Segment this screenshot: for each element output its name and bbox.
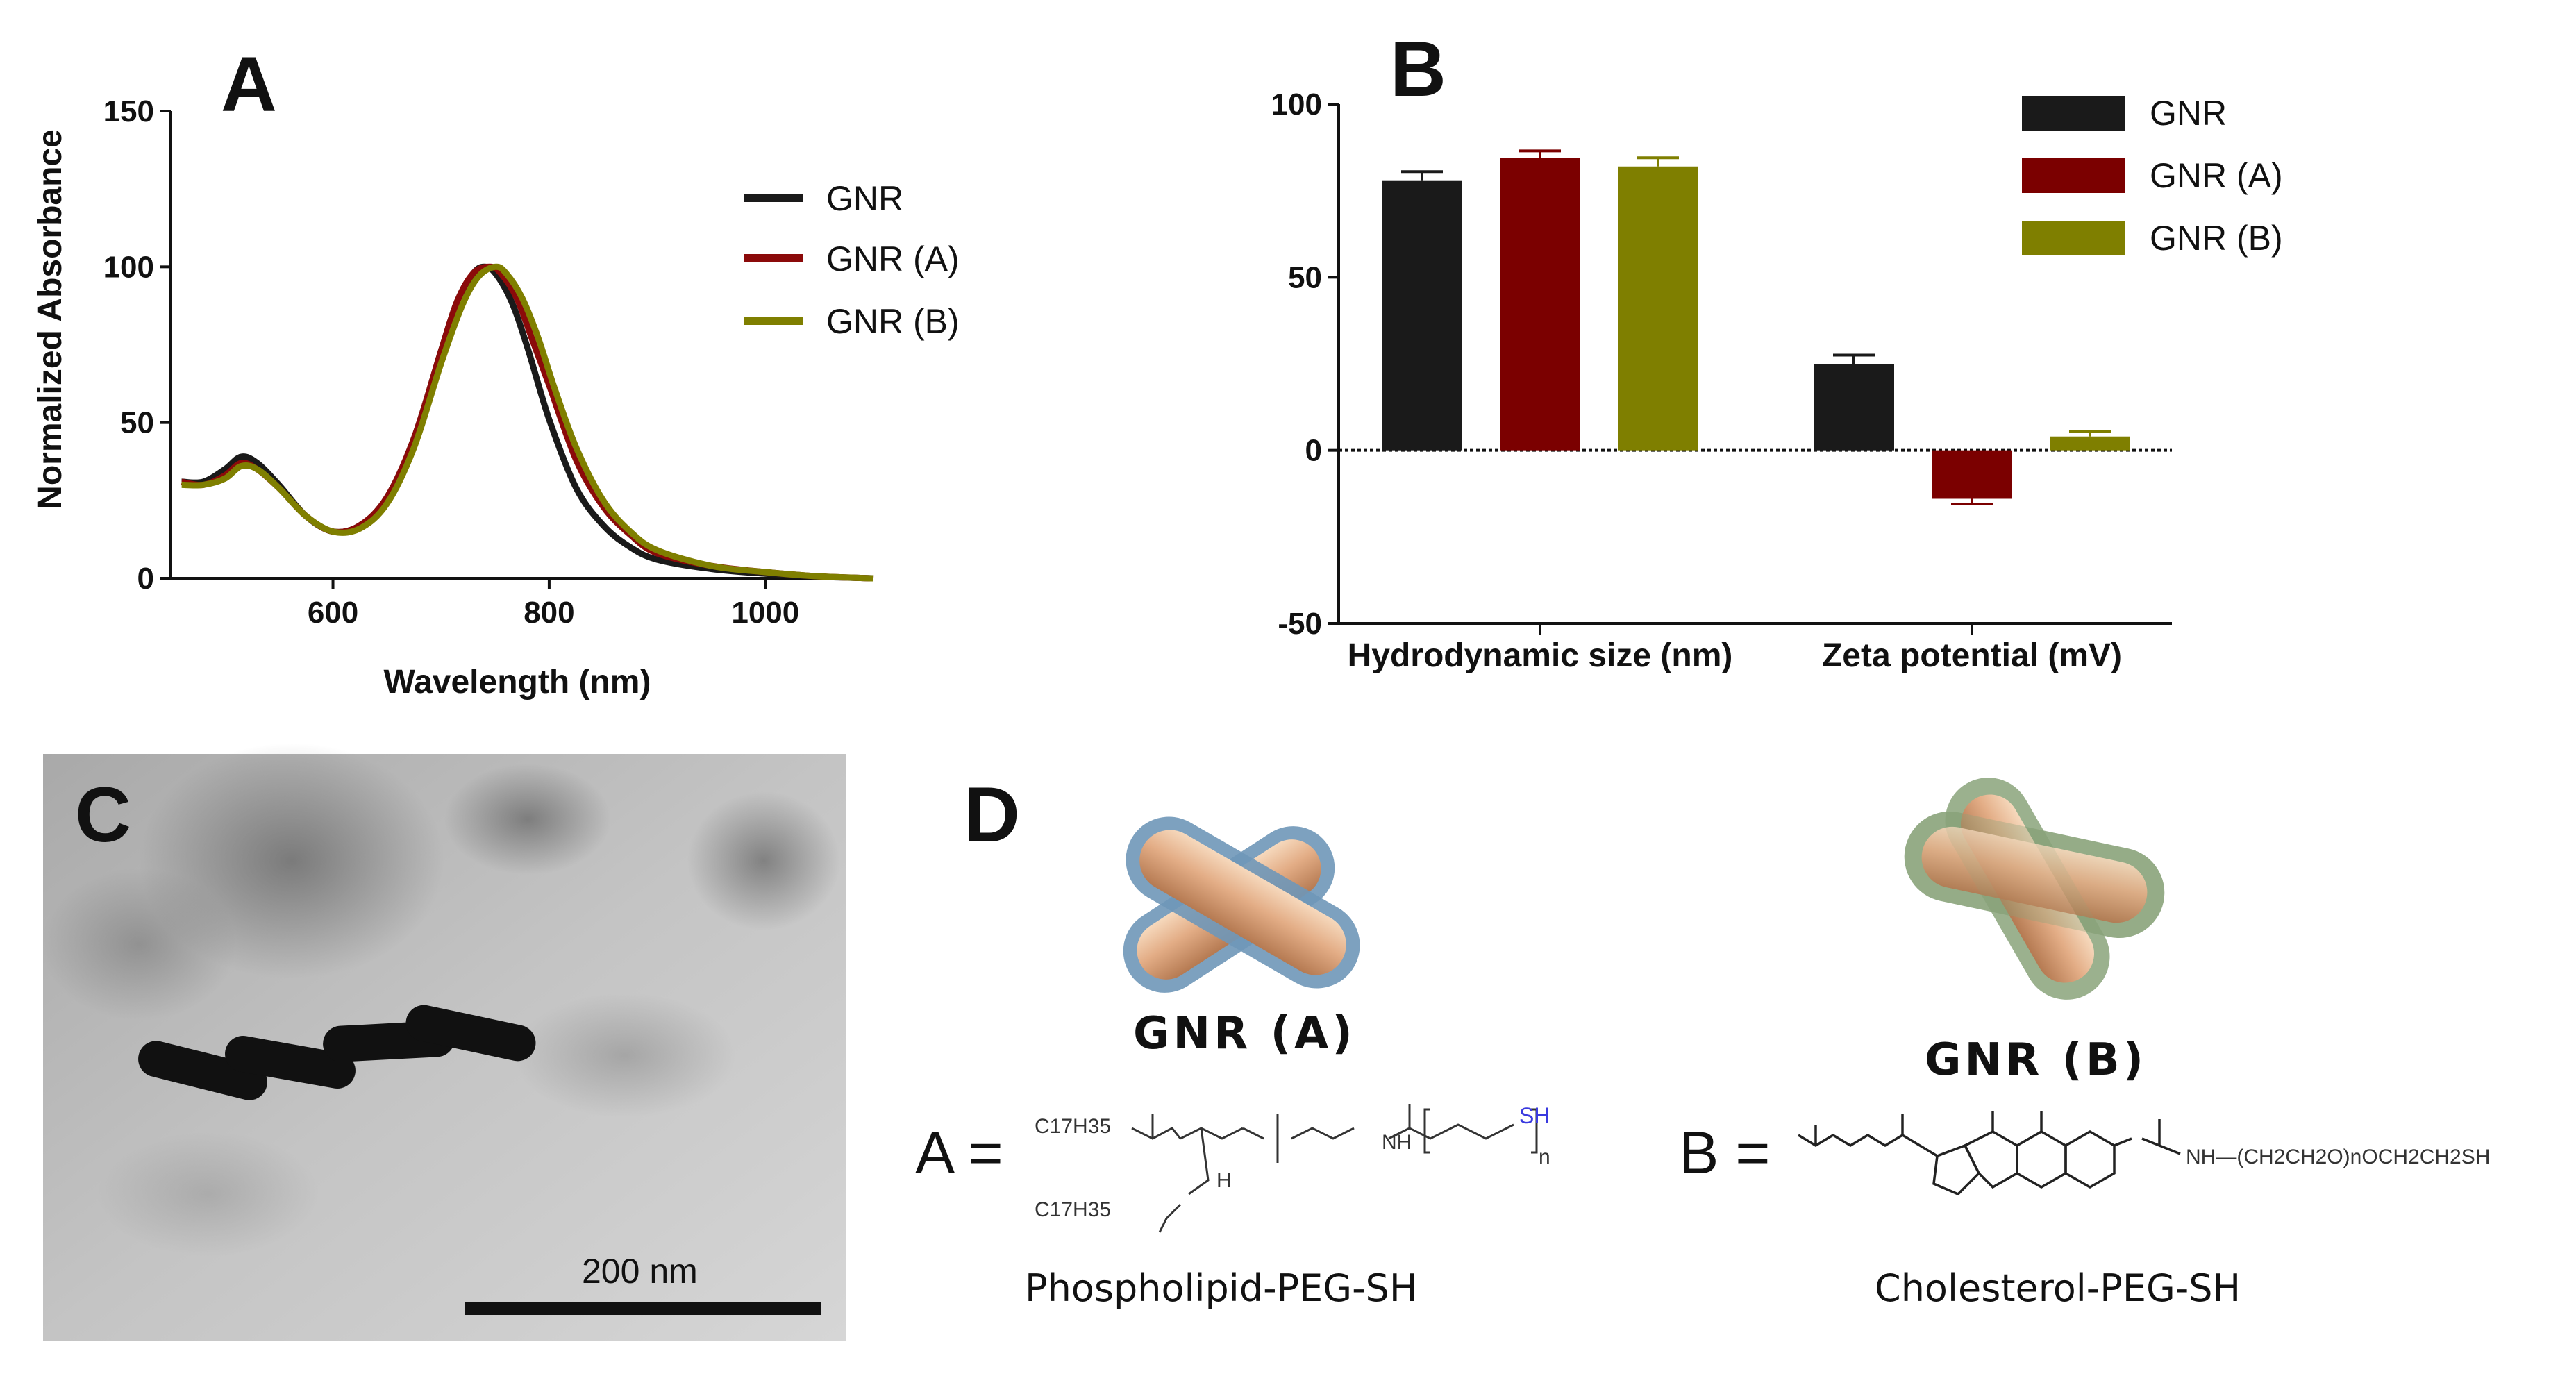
phospholipid-structure: [1131, 1104, 1538, 1233]
panel-a-y-tick-label: 50: [120, 406, 154, 440]
scale-bar-label: 200 nm: [582, 1252, 698, 1291]
panel-c-letter: C: [75, 771, 131, 858]
panel-b-y-tick-label: 50: [1288, 260, 1322, 294]
tem-nanorod: [405, 1005, 536, 1062]
panel-b-legend-label: GNR (A): [2150, 156, 2283, 195]
panel-b-bar: [2050, 436, 2130, 451]
panel-c-tem-image: C 200 nm: [42, 743, 846, 1341]
panel-b-y-tick-label: -50: [1278, 607, 1322, 641]
panel-a-letter: A: [221, 41, 277, 128]
panel-b-legend-swatch: [2022, 158, 2125, 193]
tem-shading: [514, 993, 736, 1118]
panel-b-legend: GNR GNR (A) GNR (B): [2022, 94, 2283, 258]
panel-a-y-tick-label: 0: [137, 562, 154, 596]
panel-a-y-axis-label: Normalized Absorbance: [32, 129, 69, 510]
gnr-b-label: GNR (B): [1925, 1034, 2147, 1086]
panel-b-legend-label: GNR (B): [2150, 219, 2283, 258]
cholesterol-structure: [1798, 1111, 2181, 1196]
chem-label: NH: [1382, 1131, 1412, 1154]
panel-b-bar: [1500, 158, 1580, 451]
tem-shading: [444, 764, 611, 875]
panel-b-legend-swatch: [2022, 221, 2125, 255]
tem-nanorod: [138, 1041, 267, 1100]
panel-a-axes: 0 50 100 150 600 800 1000: [103, 94, 873, 630]
tem-shading: [42, 868, 236, 1021]
scale-bar: [465, 1302, 821, 1315]
chem-label: n: [1539, 1146, 1550, 1168]
panel-b-category-label: Zeta potential (mV): [1822, 637, 2122, 674]
panel-b-bar: [1382, 180, 1462, 451]
equation-a-label: A =: [915, 1120, 1003, 1186]
panel-b-y-tick-label: 100: [1271, 87, 1322, 121]
tem-nanorods: [138, 1005, 536, 1100]
panel-a-legend: GNR GNR (A) GNR (B): [744, 179, 960, 341]
gnr-b-illustration: [1904, 778, 2165, 1000]
tem-nanorod: [225, 1036, 356, 1089]
panel-a-y-tick-label: 100: [103, 250, 154, 284]
panel-a-series-line: [181, 263, 874, 582]
panel-a-legend-label: GNR (A): [826, 240, 960, 278]
panel-b-bar: [1814, 364, 1894, 451]
panel-a-x-tick-label: 1000: [731, 596, 799, 630]
chem-label: C17H35: [1035, 1198, 1111, 1221]
panel-b-legend-label: GNR: [2150, 94, 2227, 133]
panel-a-y-tick-label: 150: [103, 94, 154, 128]
chem-label: C17H35: [1035, 1115, 1111, 1138]
panel-b-bar: [1618, 166, 1698, 451]
cholesterol-chain-label: NH—(CH2CH2O)nOCH2CH2SH: [2186, 1146, 2490, 1168]
panel-a-legend-label: GNR (B): [826, 302, 960, 341]
panel-a-x-axis-label: Wavelength (nm): [384, 664, 651, 700]
chem-label: SH: [1519, 1103, 1550, 1128]
phospholipid-caption: Phospholipid-PEG-SH: [1025, 1266, 1417, 1310]
panel-a-x-tick-label: 600: [308, 596, 358, 630]
panel-b-bars: [1382, 149, 2130, 505]
panel-a-series: [181, 263, 874, 582]
panel-b-bar: [1932, 450, 2012, 499]
tem-shading: [97, 1132, 319, 1257]
panel-b-legend-swatch: [2022, 96, 2125, 131]
chem-label: H: [1216, 1169, 1232, 1192]
panel-b-category-label: Hydrodynamic size (nm): [1348, 637, 1733, 674]
cholesterol-caption: Cholesterol-PEG-SH: [1875, 1266, 2241, 1310]
equation-b-label: B =: [1679, 1120, 1770, 1186]
tem-shading: [687, 791, 840, 930]
panel-b-letter: B: [1390, 26, 1446, 112]
gnr-a-label: GNR (A): [1133, 1008, 1356, 1059]
panel-d-letter: D: [964, 771, 1020, 858]
gnr-a-illustration: [1123, 816, 1360, 993]
phospholipid-atoms: C17H35 C17H35 NH n H SH: [1035, 1103, 1550, 1221]
panel-d-schematic: D G: [915, 771, 2490, 1310]
panel-b-y-tick-label: 0: [1305, 434, 1322, 468]
panel-a-x-tick-label: 800: [524, 596, 574, 630]
panel-a-legend-label: GNR: [826, 179, 903, 218]
